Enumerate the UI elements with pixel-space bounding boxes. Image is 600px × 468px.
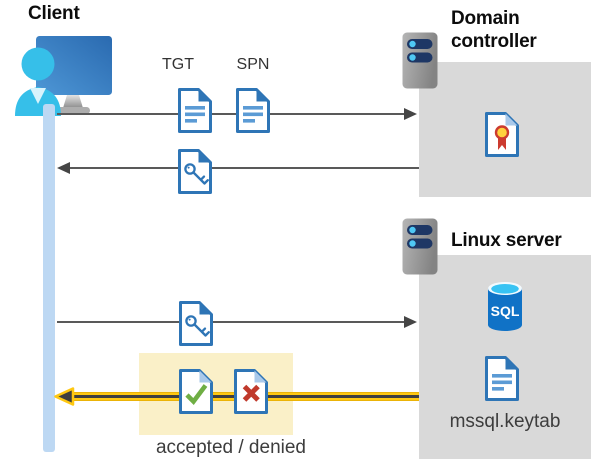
arrow-linux-to-client-yellow-head (54, 387, 75, 406)
cross-document-icon (234, 369, 268, 414)
arrow-dc-to-client-head (57, 162, 70, 174)
domain-controller-server-icon (402, 32, 438, 89)
tgt-document-icon (178, 88, 212, 133)
spn-document-icon (236, 88, 270, 133)
arrow-client-to-linux-head (404, 316, 417, 328)
check-document-icon (179, 369, 213, 414)
linux-server-title: Linux server (451, 230, 562, 251)
client-title: Client (28, 3, 80, 24)
arrow-client-to-dc-line (57, 113, 405, 115)
arrow-client-to-linux-line (57, 321, 405, 323)
arrow-client-to-dc-head (404, 108, 417, 120)
sql-database-icon: SQL (488, 282, 522, 331)
client-lifeline (43, 104, 55, 452)
keytab-filename-label: mssql.keytab (449, 411, 561, 432)
sql-text: SQL (491, 303, 520, 319)
arrow-dc-to-client-line (69, 167, 419, 169)
client-computer-with-user-icon (15, 36, 112, 116)
key-document-icon (178, 149, 212, 194)
keytab-document-icon (485, 356, 519, 401)
certificate-document-icon (485, 112, 519, 157)
accepted-denied-label: accepted / denied (155, 437, 306, 458)
key-document-icon (179, 301, 213, 346)
linux-server-server-icon (402, 218, 438, 275)
spn-label: SPN (236, 56, 270, 73)
domain-controller-title: Domain controller (451, 8, 537, 52)
tgt-label: TGT (162, 56, 194, 73)
